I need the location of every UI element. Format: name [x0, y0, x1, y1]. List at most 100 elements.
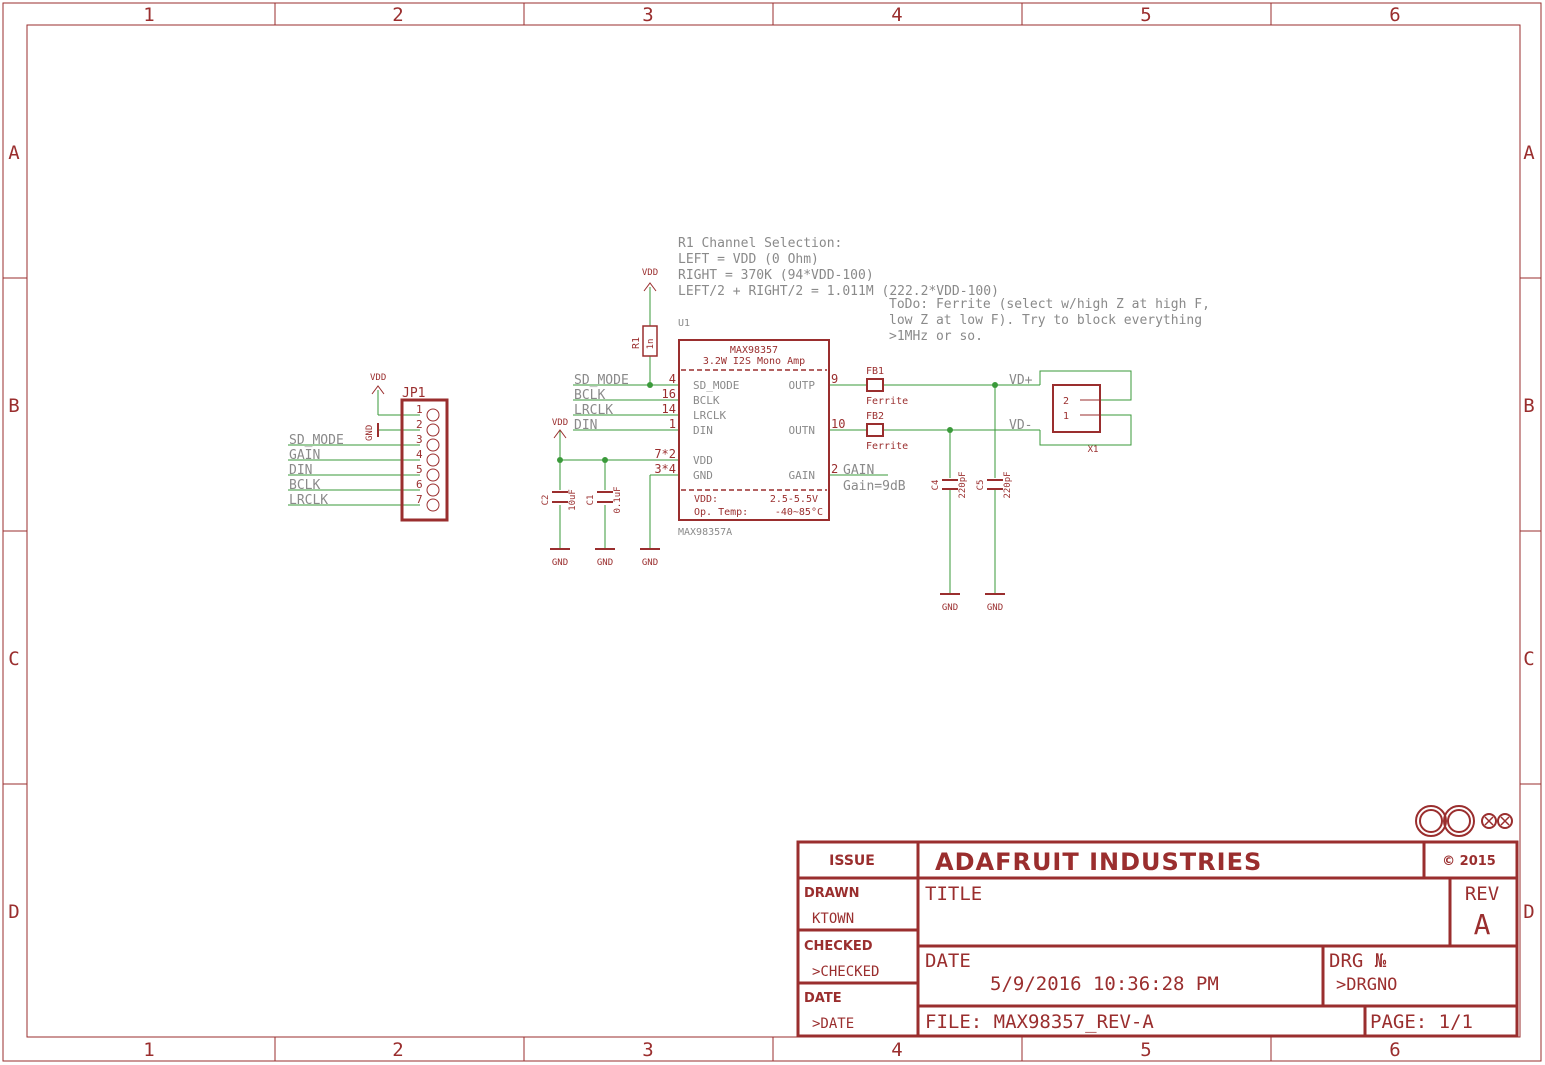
jp1-pin [426, 423, 440, 437]
u1-footer: -40~85°C [775, 507, 823, 518]
logo-x-icon [1481, 813, 1497, 829]
todo-note: ToDo: Ferrite (select w/high Z at high F… [889, 297, 1210, 344]
rev-label: REV [1465, 883, 1499, 905]
pin-number: 1 [669, 417, 676, 431]
jp1-wires [288, 390, 420, 506]
note-line: R1 Channel Selection: [678, 236, 842, 251]
pin-number: 2 [1063, 396, 1069, 407]
pin-number: 2 [416, 418, 423, 431]
gnd-label: GND [552, 558, 568, 568]
grid-col-1-bottom: 1 [143, 1039, 154, 1061]
pin-name: BCLK [693, 394, 720, 407]
jp1-connector: JP1 VDD GND 1 2 3 4 5 6 7 SD_MODE GAIN D… [288, 373, 449, 522]
jp1-pin [426, 468, 440, 482]
x1-ref: X1 [1088, 445, 1099, 455]
junction-dot [602, 457, 608, 463]
drawn-value: KTOWN [812, 911, 854, 927]
c2-value: 10uF [568, 489, 578, 511]
u1-body [678, 339, 830, 521]
u1-footer: Op. Temp: [694, 507, 748, 518]
pin-number: 16 [662, 387, 676, 401]
pin-name: LRCLK [693, 409, 726, 422]
u1-left-pin-numbers: 4 16 14 1 7*2 3*4 [654, 372, 676, 476]
jp1-net-labels: SD_MODE GAIN DIN BCLK LRCLK [289, 433, 344, 508]
jp1-pin [426, 483, 440, 497]
net-label: VD- [1009, 418, 1032, 433]
grid-row-c: C [8, 648, 19, 670]
pin-number: 1 [416, 403, 423, 416]
junction-dot [992, 382, 998, 388]
c4-value: 220pF [958, 471, 968, 498]
c1-ref: C1 [586, 495, 596, 506]
net-label: DIN [289, 463, 312, 478]
checked-value: >CHECKED [812, 964, 879, 980]
x1-terminal: 2 1 X1 VD+ VD- [1009, 373, 1101, 455]
pin-number: 3*4 [654, 462, 676, 476]
u1-value: MAX98357A [678, 527, 732, 538]
pin-number: 3 [416, 433, 423, 446]
jp1-vdd-label: VDD [370, 373, 386, 383]
logo-circle-icon [1419, 809, 1443, 833]
rev-value: A [1474, 908, 1491, 941]
c5-ref: C5 [976, 480, 986, 491]
jp1-gnd-label: GND [365, 425, 375, 441]
u1-ref: U1 [678, 318, 690, 329]
grid-row-b: B [8, 395, 19, 417]
gnd-label: GND [942, 603, 958, 613]
fb2-value: Ferrite [866, 441, 908, 452]
title-block: ISSUE ADAFRUIT INDUSTRIES © 2015 DRAWN K… [804, 848, 1499, 1033]
net-label: GAIN [843, 463, 874, 478]
jp1-pin [426, 453, 440, 467]
r1-value: 1n [646, 339, 656, 350]
date-value: >DATE [812, 1016, 854, 1032]
net-label: LRCLK [574, 403, 613, 418]
grid-row-c-right: C [1523, 648, 1534, 670]
grid-row-d: D [8, 901, 19, 923]
grid-col-4-bottom: 4 [891, 1039, 902, 1061]
pin-name: OUTP [789, 379, 816, 392]
page-number: PAGE: 1/1 [1370, 1011, 1473, 1033]
grid-row-b-right: B [1523, 395, 1534, 417]
vdd-symbol-caps: VDD [552, 418, 568, 439]
pin-number: 5 [416, 463, 423, 476]
gnd-label: GND [987, 603, 1003, 613]
pin-number: 9 [831, 372, 838, 386]
fb1-value: Ferrite [866, 396, 908, 407]
note-line: RIGHT = 370K (94*VDD-100) [678, 268, 874, 283]
junction-dot [557, 457, 563, 463]
drg-label: DRG № [1329, 950, 1387, 972]
grid-col-3: 3 [642, 4, 653, 26]
c4-ref: C4 [931, 480, 941, 491]
pin-number: 10 [831, 417, 845, 431]
c2-ref: C2 [541, 495, 551, 506]
u1-footer: 2.5-5.5V [770, 494, 818, 505]
note-line: >1MHz or so. [889, 329, 983, 344]
issue-label: ISSUE [829, 853, 875, 869]
u1-net-labels: SD_MODE BCLK LRCLK DIN GAIN Gain=9dB [574, 373, 906, 494]
vdd-arrow-icon [553, 429, 567, 439]
gnd-symbols [550, 548, 1005, 595]
junctions [557, 382, 998, 463]
note-line: LEFT = VDD (0 Ohm) [678, 252, 819, 267]
grid-col-5-bottom: 5 [1140, 1039, 1151, 1061]
title-label: TITLE [925, 883, 982, 905]
c5-value: 220pF [1003, 471, 1013, 498]
note-line: LEFT/2 + RIGHT/2 = 1.011M (222.2*VDD-100… [678, 284, 999, 299]
gain-note: Gain=9dB [843, 479, 906, 494]
file-name: FILE: MAX98357_REV-A [925, 1011, 1154, 1033]
logo-circle-icon [1415, 805, 1447, 837]
gnd-labels: GND GND GND GND GND [552, 558, 1003, 613]
vdd-arrow-icon [371, 385, 385, 395]
net-label: BCLK [289, 478, 320, 493]
net-label: GAIN [289, 448, 320, 463]
copyright: © 2015 [1442, 854, 1496, 869]
grid-col-2: 2 [392, 4, 403, 26]
fb1-ref: FB1 [866, 366, 884, 377]
pin-number: 7 [416, 493, 423, 506]
pin-name: SD_MODE [693, 379, 739, 392]
r1-selection-note: R1 Channel Selection: LEFT = VDD (0 Ohm)… [678, 236, 999, 299]
note-line: ToDo: Ferrite (select w/high Z at high F… [889, 297, 1210, 312]
grid-col-5: 5 [1140, 4, 1151, 26]
